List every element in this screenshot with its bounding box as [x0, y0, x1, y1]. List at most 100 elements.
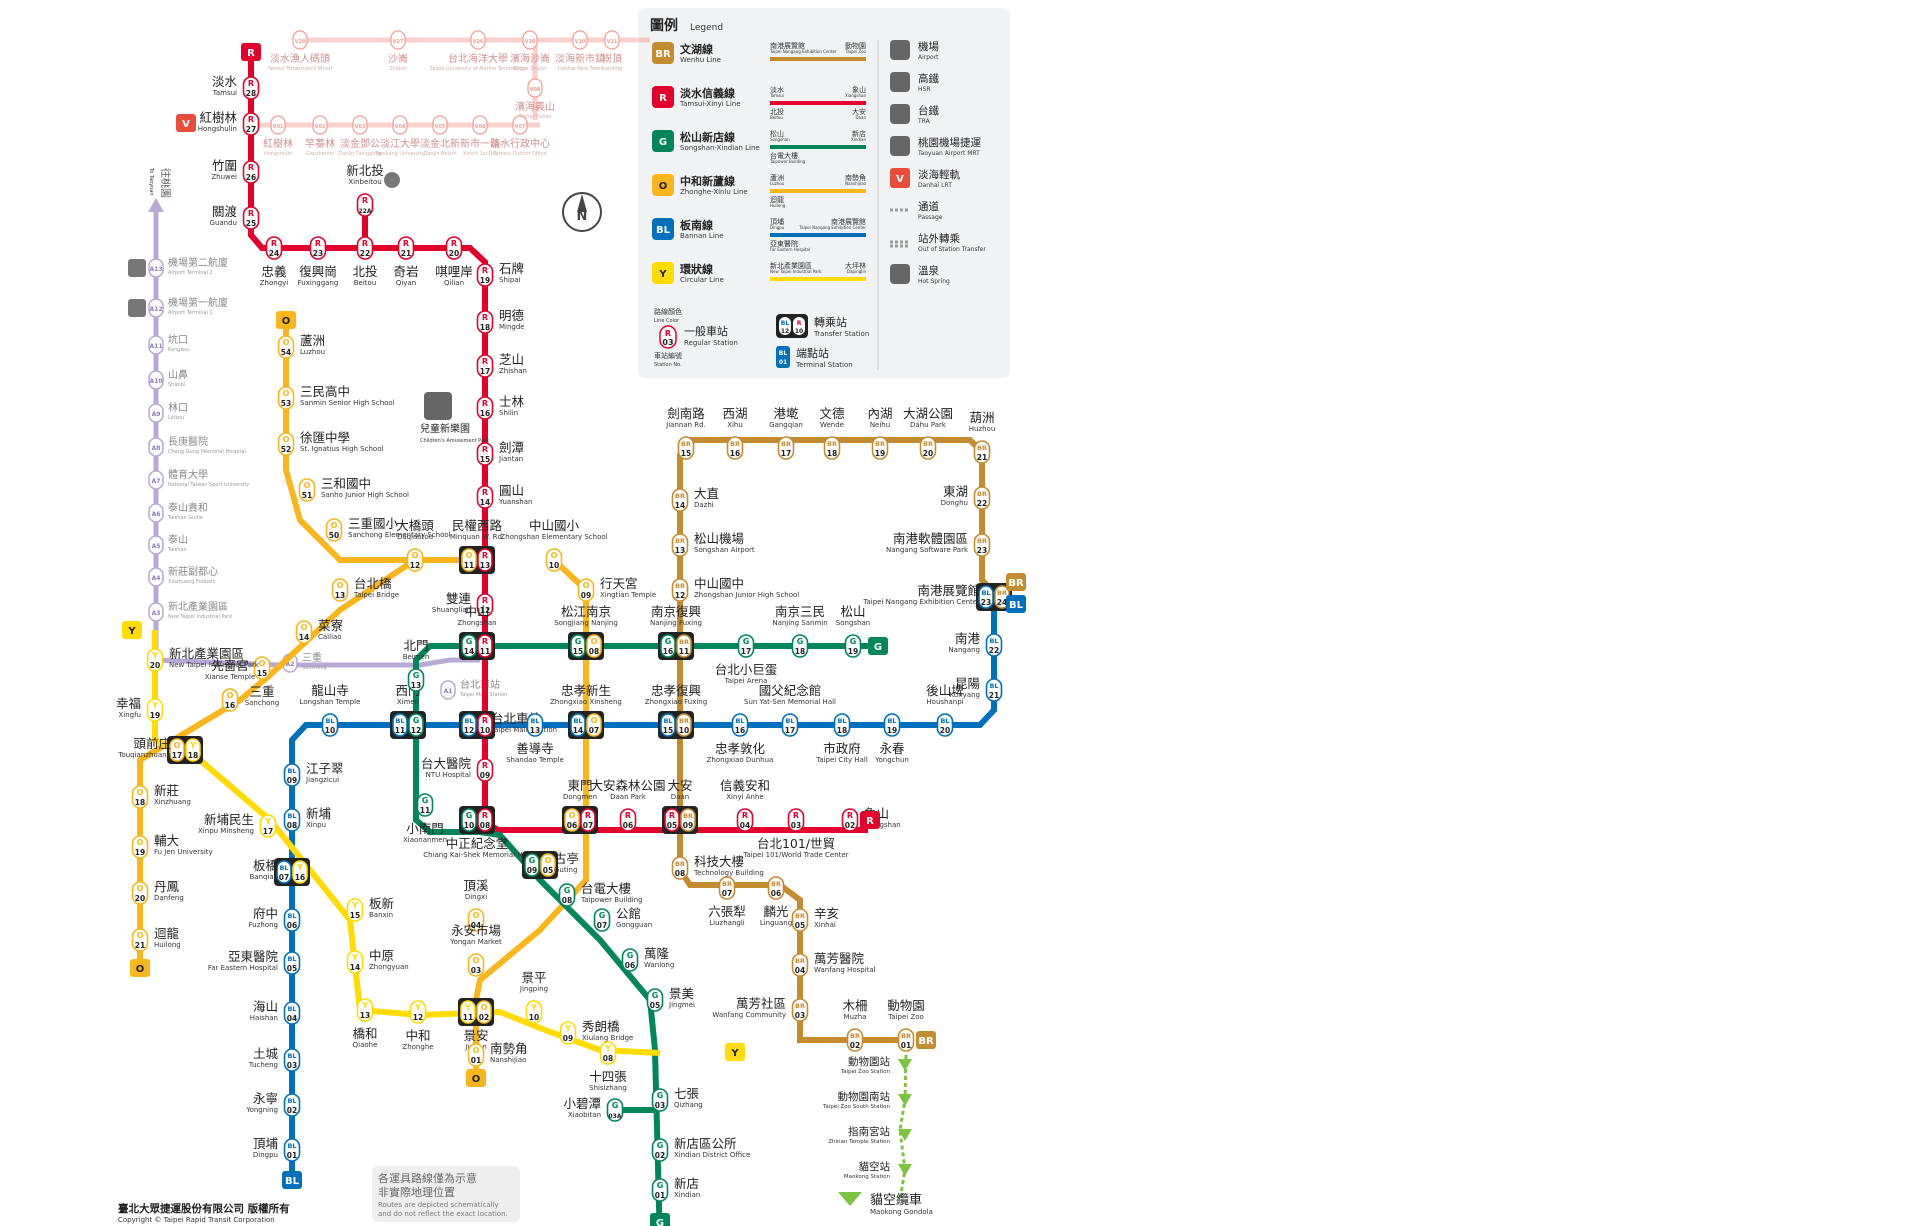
station-jingan[interactable]: Y11O02景安Jingan	[458, 998, 494, 1051]
